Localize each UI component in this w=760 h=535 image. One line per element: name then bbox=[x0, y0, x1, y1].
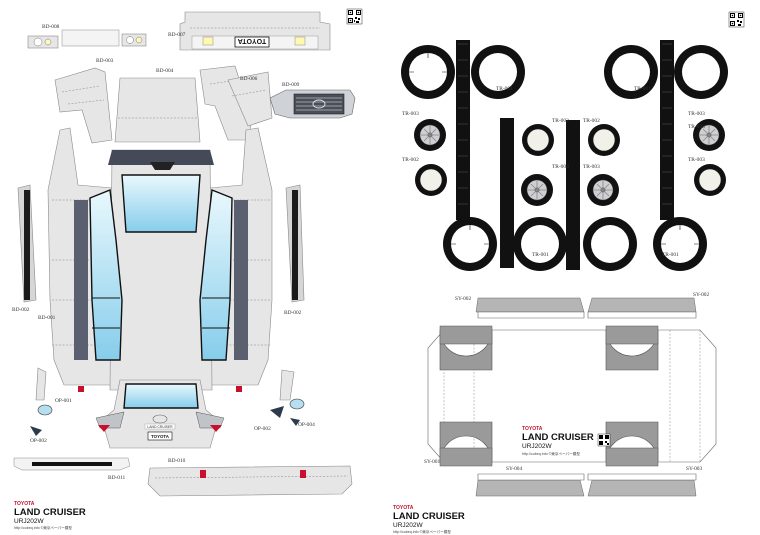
part-bd-011: BD-011 bbox=[13, 457, 131, 481]
chassis-brand-maker: TOYOTA bbox=[522, 426, 543, 432]
brand-maker-right: TOYOTA bbox=[393, 505, 414, 511]
label-tr-003-d: TR-003 bbox=[583, 164, 600, 170]
part-op-mirror-right: OP-002 OP-004 bbox=[254, 369, 315, 432]
label-sy-003: SY-003 bbox=[686, 466, 702, 472]
qr-code-right bbox=[728, 11, 745, 28]
label-bd-008: BD-008 bbox=[42, 24, 60, 30]
label-tr-003-c: TR-003 bbox=[552, 164, 569, 170]
part-bd-009-grille: BD-009 bbox=[269, 82, 356, 119]
label-bd-011: BD-011 bbox=[108, 475, 125, 481]
label-tr-001-tr: TR-001 bbox=[634, 86, 651, 92]
label-op-004: OP-004 bbox=[298, 422, 315, 428]
part-bd-007: TOYOTA BD-007 bbox=[168, 11, 331, 51]
part-rear-tailgate: LAND CRUISER TOYOTA bbox=[78, 379, 242, 449]
label-tr-003-f: TR-003 bbox=[688, 124, 705, 130]
part-bd-006: BD-006 bbox=[227, 71, 273, 127]
rear-plate-text: TOYOTA bbox=[151, 434, 170, 439]
brand-maker-left: TOYOTA bbox=[14, 501, 35, 507]
label-tr-003-e: TR-003 bbox=[688, 157, 705, 163]
chassis-brand-url: http://cubeq.info ©東京ペーパー模型 bbox=[522, 451, 580, 456]
part-op-001-mirror-left: OP-001 OP-002 bbox=[30, 367, 72, 444]
label-sy-002-left: SY-002 bbox=[455, 296, 471, 302]
tire-sidewall-rings bbox=[401, 45, 728, 271]
label-op-002-left: OP-002 bbox=[30, 438, 47, 444]
label-sy-004: SY-004 bbox=[506, 466, 522, 472]
label-tr-001-bl: TR-001 bbox=[532, 252, 549, 258]
label-bd-010: BD-010 bbox=[168, 458, 186, 464]
label-bd-006: BD-006 bbox=[240, 76, 258, 82]
chassis-brand-code: URJ202W bbox=[522, 443, 552, 450]
label-tr-002-c: TR-002 bbox=[402, 157, 419, 163]
part-bd-004: BD-004 bbox=[114, 68, 201, 143]
label-sy-002-right: SY-002 bbox=[693, 292, 709, 298]
brand-footer-right: TOYOTA LAND CRUISER URJ202W http://cubeq… bbox=[393, 505, 465, 534]
brand-footer-left: TOYOTA LAND CRUISER URJ202W http://cubeq… bbox=[14, 501, 86, 530]
label-bd-009: BD-009 bbox=[282, 82, 300, 88]
tire-discs bbox=[415, 124, 726, 196]
part-sy-004-sy-003: SY-004 SY-003 bbox=[475, 466, 702, 497]
label-tr-002-b: TR-002 bbox=[583, 118, 600, 124]
part-bd-008: BD-008 bbox=[27, 24, 147, 49]
brand-code-right: URJ202W bbox=[393, 522, 423, 529]
part-bd-002-pillars: BD-002 BD-002 bbox=[12, 184, 305, 316]
label-sy-001: SY-001 bbox=[424, 459, 440, 465]
qr-code-left bbox=[346, 8, 363, 25]
wheels-with-rims bbox=[414, 119, 725, 206]
brand-url-left: http://cubeq.info ©東京ペーパー模型 bbox=[14, 525, 72, 530]
label-op-001: OP-001 bbox=[55, 398, 72, 404]
label-tr-001-br: TR-001 bbox=[662, 252, 679, 258]
qr-code-chassis bbox=[597, 433, 611, 447]
part-sy-001-chassis: SY-001 bbox=[424, 325, 717, 467]
label-tr-001-tl: TR-001 bbox=[496, 86, 513, 92]
label-tr-002-a: TR-002 bbox=[552, 118, 569, 124]
left-sheet: BD-008 TOYOTA BD-007 BD-003 BD-004 bbox=[12, 8, 363, 530]
brand-model-left: LAND CRUISER bbox=[14, 507, 86, 518]
label-bd-002-right: BD-002 bbox=[284, 310, 302, 316]
brand-model-right: LAND CRUISER bbox=[393, 511, 465, 522]
rear-badge-text: LAND CRUISER bbox=[147, 425, 173, 429]
tire-tread-strips bbox=[456, 40, 674, 270]
label-bd-004: BD-004 bbox=[156, 68, 174, 74]
tire-part-labels: TR-001 TR-001 TR-003 TR-002 TR-002 TR-00… bbox=[402, 86, 705, 258]
part-sy-002: SY-002 SY-002 bbox=[455, 292, 709, 319]
label-bd-002-left: BD-002 bbox=[12, 307, 30, 313]
brand-url-right: http://cubeq.info ©東京ペーパー模型 bbox=[393, 529, 451, 534]
brand-code-left: URJ202W bbox=[14, 518, 44, 525]
label-op-002-right: OP-002 bbox=[254, 426, 271, 432]
chassis-brand: TOYOTA LAND CRUISER URJ202W http://cubeq… bbox=[522, 426, 611, 456]
front-plate-text: TOYOTA bbox=[238, 37, 267, 44]
part-bd-010: BD-010 bbox=[147, 458, 353, 497]
label-bd-001: BD-001 bbox=[38, 315, 56, 321]
label-tr-003-a: TR-003 bbox=[402, 111, 419, 117]
label-bd-003: BD-003 bbox=[96, 58, 114, 64]
chassis-brand-model: LAND CRUISER bbox=[522, 432, 594, 443]
right-sheet: TR-001 TR-001 TR-003 TR-002 TR-002 TR-00… bbox=[393, 11, 745, 534]
part-bd-001-body: BD-001 bbox=[38, 127, 273, 391]
label-bd-007: BD-007 bbox=[168, 32, 186, 38]
label-tr-003-b: TR-003 bbox=[688, 111, 705, 117]
